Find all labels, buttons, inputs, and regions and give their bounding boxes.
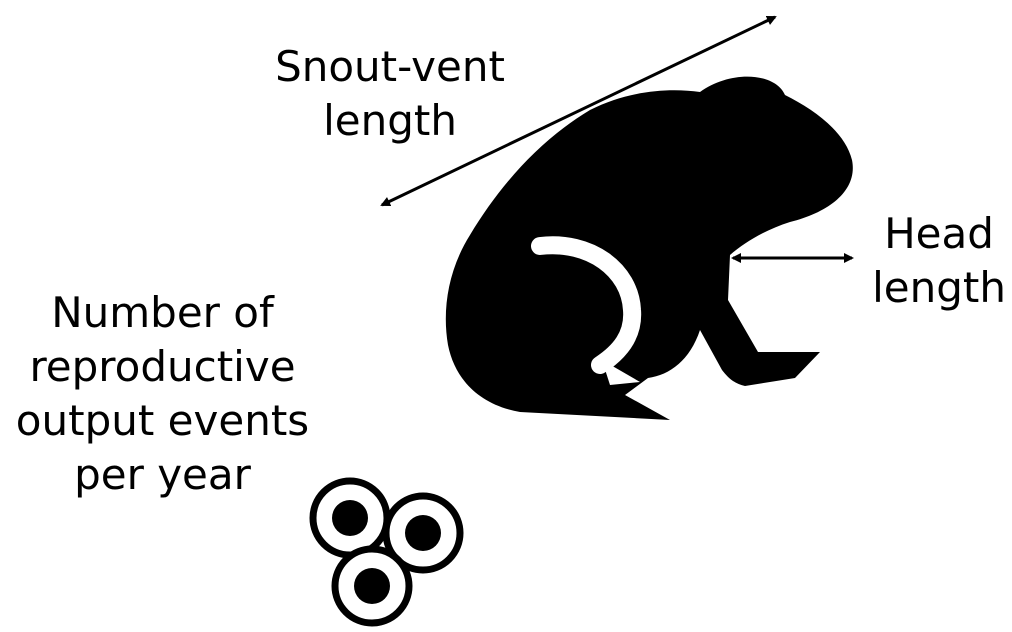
snout-vent-length-label: Snout-vent length bbox=[250, 40, 530, 148]
reproductive-output-label: Number of reproductive output events per… bbox=[0, 286, 325, 502]
head-length-label-line-1: Head bbox=[870, 207, 1008, 261]
reproductive-output-label-line-3: output events bbox=[0, 394, 325, 448]
head-length-label-line-2: length bbox=[870, 261, 1008, 315]
head-length-label: Head length bbox=[870, 207, 1008, 315]
reproductive-output-label-line-2: reproductive bbox=[0, 340, 325, 394]
reproductive-output-label-line-4: per year bbox=[0, 448, 325, 502]
snout-vent-label-line-1: Snout-vent bbox=[250, 40, 530, 94]
egg-icon bbox=[335, 549, 409, 623]
reproductive-output-label-line-1: Number of bbox=[0, 286, 325, 340]
egg-cluster-icon bbox=[313, 481, 460, 623]
snout-vent-label-line-2: length bbox=[250, 94, 530, 148]
